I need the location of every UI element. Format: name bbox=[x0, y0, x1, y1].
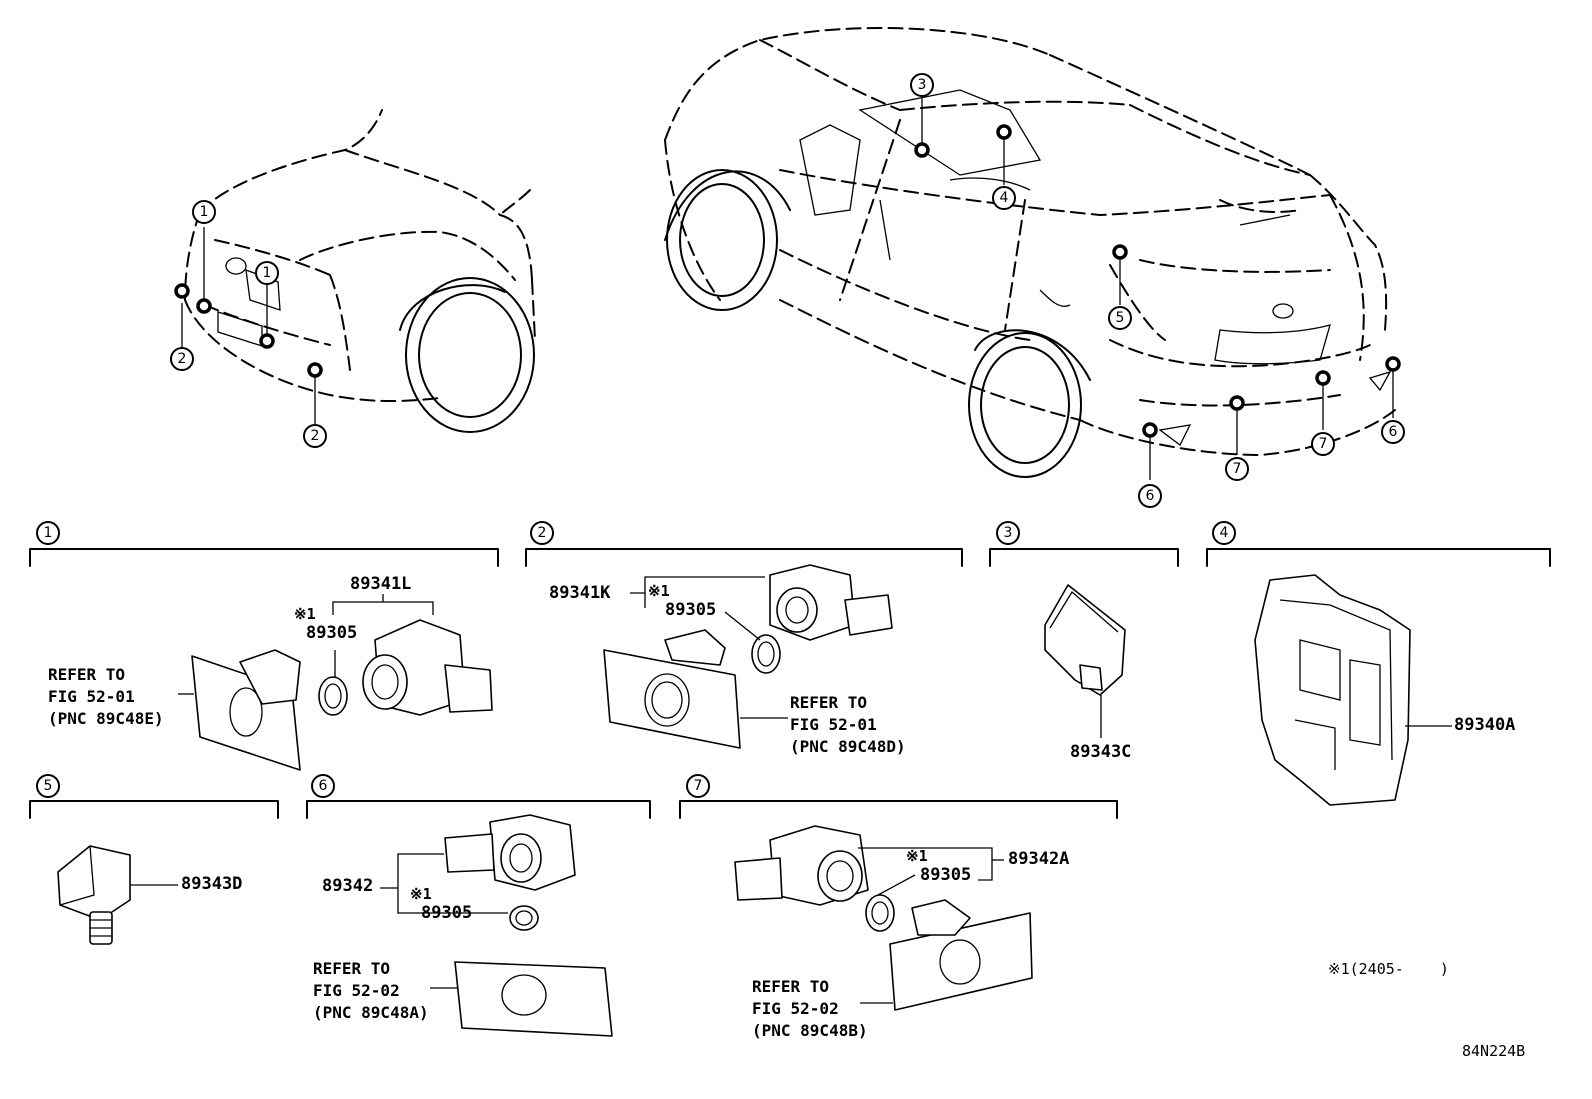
section-2-parts bbox=[603, 564, 893, 749]
callout-5: 5 bbox=[1108, 306, 1132, 330]
callout-7-left: 7 bbox=[1225, 457, 1249, 481]
part-89342A: 89342A bbox=[1008, 849, 1070, 869]
front-vehicle-view bbox=[174, 109, 536, 433]
callout-2-right: 2 bbox=[303, 424, 327, 448]
section-frames bbox=[29, 548, 1551, 819]
callout-1-right: 1 bbox=[255, 261, 279, 285]
section-6-parts bbox=[380, 814, 613, 1037]
refer-note-s7: REFER TO FIG 52-02 (PNC 89C48B) bbox=[752, 977, 868, 1040]
footnote-date-range: ※1(2405- ) bbox=[1328, 960, 1449, 978]
part-89340A: 89340A bbox=[1454, 715, 1516, 735]
callout-4: 4 bbox=[992, 186, 1016, 210]
part-89343D: 89343D bbox=[181, 874, 243, 894]
callout-1-left: 1 bbox=[192, 200, 216, 224]
footnote-mark-s6: ※1 bbox=[410, 885, 432, 903]
callout-6-right: 6 bbox=[1381, 420, 1405, 444]
section-1-label: 1 bbox=[36, 521, 60, 545]
section-1-parts bbox=[178, 594, 493, 771]
part-89305-s1: 89305 bbox=[306, 623, 358, 643]
footnote-mark-s2: ※1 bbox=[648, 582, 670, 600]
section-4-part bbox=[1254, 574, 1452, 806]
footnote-mark-s1: ※1 bbox=[294, 605, 316, 623]
section-2-label: 2 bbox=[530, 521, 554, 545]
part-89305-s6: 89305 bbox=[421, 903, 473, 923]
section-6-label: 6 bbox=[311, 774, 335, 798]
section-3-label: 3 bbox=[996, 521, 1020, 545]
part-89305-s7: 89305 bbox=[920, 865, 972, 885]
callout-3: 3 bbox=[910, 73, 934, 97]
section-3-part bbox=[1044, 584, 1126, 738]
callout-7-right: 7 bbox=[1311, 432, 1335, 456]
part-89341L: 89341L bbox=[350, 574, 412, 594]
rear-vehicle-view bbox=[664, 27, 1401, 480]
part-89305-s2: 89305 bbox=[665, 600, 717, 620]
section-7-parts bbox=[734, 825, 1033, 1011]
section-4-label: 4 bbox=[1212, 521, 1236, 545]
section-7-label: 7 bbox=[686, 774, 710, 798]
part-89343C: 89343C bbox=[1070, 742, 1132, 762]
part-89342: 89342 bbox=[322, 876, 374, 896]
section-5-label: 5 bbox=[36, 774, 60, 798]
callout-2-left: 2 bbox=[170, 347, 194, 371]
section-5-part bbox=[57, 845, 178, 945]
footnote-mark-s7: ※1 bbox=[906, 847, 928, 865]
refer-note-s6: REFER TO FIG 52-02 (PNC 89C48A) bbox=[313, 959, 429, 1022]
callout-6-left: 6 bbox=[1138, 484, 1162, 508]
refer-note-s1: REFER TO FIG 52-01 (PNC 89C48E) bbox=[48, 665, 164, 728]
refer-note-s2: REFER TO FIG 52-01 (PNC 89C48D) bbox=[790, 693, 906, 756]
diagram-code: 84N224B bbox=[1462, 1042, 1526, 1060]
part-89341K: 89341K bbox=[549, 583, 611, 603]
